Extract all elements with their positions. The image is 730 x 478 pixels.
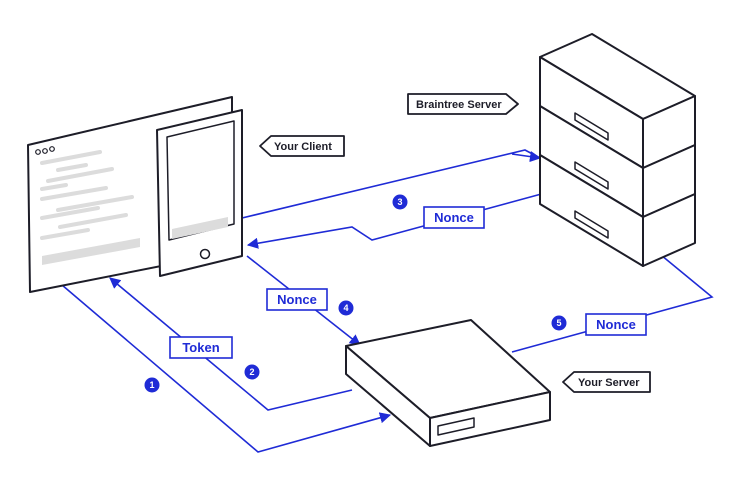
- mobile-device-icon: [156, 109, 243, 277]
- step-badge-5: 5: [551, 315, 567, 331]
- step-badge-3-text: 3: [397, 197, 402, 207]
- flow-line-1: [61, 284, 392, 453]
- tag-your-client-text: Your Client: [274, 141, 332, 153]
- step-badge-5-text: 5: [556, 318, 561, 328]
- step-badge-4: 4: [338, 300, 354, 316]
- tag-braintree-server-text: Braintree Server: [416, 99, 502, 111]
- step-badge-3: 3: [392, 194, 408, 210]
- flow-line-3: [241, 149, 541, 219]
- tag-your-client: Your Client: [259, 135, 345, 157]
- flow-line-5: [511, 245, 714, 353]
- server-box-icon: [345, 319, 551, 447]
- label-token: Token: [169, 336, 233, 359]
- label-nonce-client-text: Nonce: [277, 292, 317, 307]
- flow-line-2: [109, 277, 353, 411]
- label-nonce-client: Nonce: [266, 288, 328, 311]
- tag-your-server-text: Your Server: [578, 377, 640, 389]
- step-badge-1: 1: [144, 377, 160, 393]
- label-nonce-server: Nonce: [585, 313, 647, 336]
- step-badge-1-text: 1: [149, 380, 154, 390]
- label-token-text: Token: [182, 340, 219, 355]
- tag-braintree-server: Braintree Server: [407, 93, 519, 115]
- step-badge-2-text: 2: [249, 367, 254, 377]
- step-badge-2: 2: [244, 364, 260, 380]
- step-badge-4-text: 4: [343, 303, 348, 313]
- tag-your-server: Your Server: [562, 371, 651, 393]
- server-stack-icon: [539, 33, 696, 267]
- label-nonce-braintree-text: Nonce: [434, 210, 474, 225]
- flow-line-3-arrow: [511, 151, 542, 163]
- label-nonce-braintree: Nonce: [423, 206, 485, 229]
- label-nonce-server-text: Nonce: [596, 317, 636, 332]
